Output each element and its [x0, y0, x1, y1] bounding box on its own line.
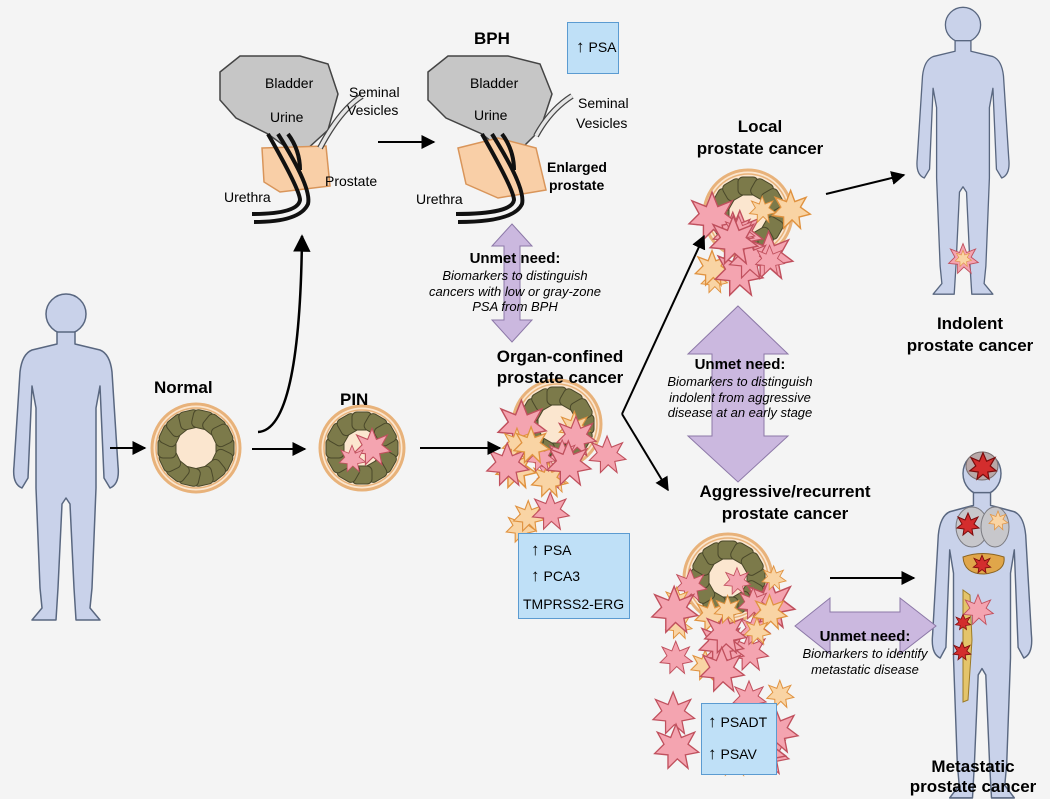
unmet-need-1-line-2: cancers with low or gray-zone [429, 283, 601, 299]
stage-metastatic-1: Metastatic [931, 757, 1015, 776]
biomarker-box-bph: ↑PSA [567, 22, 619, 74]
stage-organ-confined-2: prostate cancer [496, 368, 624, 387]
local-tumor-illustration [688, 168, 812, 296]
metastasis-organs-icon [952, 451, 1010, 703]
organ-confined-tumor-illustration [486, 378, 627, 543]
unmet-need-2-line-3: disease at an early stage [667, 405, 813, 421]
unmet-need-3-title: Unmet need: [819, 628, 911, 645]
anatomy-normal-illustration [219, 55, 364, 224]
unmet-need-3-line-1: Biomarkers to identify [802, 646, 928, 661]
unmet-need-1: Unmet need: Biomarkers to distinguish ca… [420, 250, 610, 315]
unmet-need-arrow-3 [794, 596, 937, 656]
unmet-need-arrow-1 [490, 223, 534, 343]
flow-arrows [110, 135, 916, 585]
biomarker-psa: ↑PSA [531, 540, 572, 559]
stage-aggressive-1: Aggressive/recurrent [699, 482, 871, 501]
stage-metastatic-2: prostate cancer [909, 777, 1037, 796]
label-bph-urethra: Urethra [416, 191, 463, 207]
human-metastatic-icon [931, 451, 1033, 799]
up-arrow-icon: ↑ [576, 37, 585, 56]
stage-aggressive-2: prostate cancer [721, 504, 849, 523]
label-bph-seminal: Seminal [578, 95, 629, 111]
label-prostate-enlarged: prostate [549, 177, 605, 193]
label-bph-vesicles: Vesicles [576, 115, 628, 131]
stage-normal: Normal [154, 378, 213, 397]
unmet-need-3: Unmet need: Biomarkers to identify metas… [785, 628, 945, 677]
human-normal-icon [12, 293, 120, 621]
label-prostate: Prostate [325, 173, 378, 189]
biomarker-box-organ-confined: ↑PSA ↑PCA3 TMPRSS2-ERG [518, 533, 630, 619]
biomarker-pca3: ↑PCA3 [531, 566, 581, 585]
biomarker-box-aggressive: ↑PSADT ↑PSAV [701, 703, 777, 775]
label-urethra: Urethra [224, 189, 271, 205]
unmet-need-1-line-1: Biomarkers to distinguish [442, 268, 588, 283]
label-bladder: Bladder [265, 75, 314, 91]
unmet-need-1-line-3: PSA from BPH [472, 299, 558, 315]
bph-title: BPH [474, 29, 510, 48]
aggressive-tumor-illustration [651, 532, 799, 776]
label-bph-bladder: Bladder [470, 75, 519, 91]
pin-gland-illustration [318, 404, 406, 492]
label-urine: Urine [270, 109, 304, 125]
anatomy-bph-illustration [427, 55, 574, 224]
unmet-need-2: Unmet need: Biomarkers to distinguish in… [660, 356, 820, 421]
up-arrow-icon: ↑ [531, 566, 540, 585]
label-enlarged: Enlarged [547, 159, 607, 175]
up-arrow-icon: ↑ [531, 540, 540, 559]
label-bph-urine: Urine [474, 107, 508, 123]
label-vesicles: Vesicles [347, 102, 399, 118]
up-arrow-icon: ↑ [708, 744, 717, 763]
stage-local-1: Local [737, 117, 783, 136]
unmet-need-2-title: Unmet need: [694, 356, 786, 373]
stage-pin: PIN [340, 390, 369, 409]
unmet-need-2-line-1: Biomarkers to distinguish [667, 374, 813, 389]
unmet-need-2-line-2: indolent from aggressive [669, 389, 811, 405]
normal-gland-illustration [150, 402, 242, 494]
unmet-need-1-title: Unmet need: [469, 250, 561, 267]
stage-local-2: prostate cancer [696, 139, 824, 158]
stage-organ-confined-1: Organ-confined [496, 347, 624, 366]
unmet-need-arrow-2 [686, 305, 790, 483]
stage-indolent-1: Indolent [936, 314, 1004, 333]
biomarker-psav: ↑PSAV [708, 744, 757, 763]
biomarker-psa-bph: ↑PSA [576, 37, 617, 56]
biomarker-psadt: ↑PSADT [708, 712, 768, 731]
biomarker-tmprss2-erg: TMPRSS2-ERG [523, 596, 625, 612]
unmet-need-3-line-2: metastatic disease [811, 661, 919, 677]
stage-indolent-2: prostate cancer [906, 336, 1034, 355]
label-seminal: Seminal [349, 84, 400, 100]
up-arrow-icon: ↑ [708, 712, 717, 731]
